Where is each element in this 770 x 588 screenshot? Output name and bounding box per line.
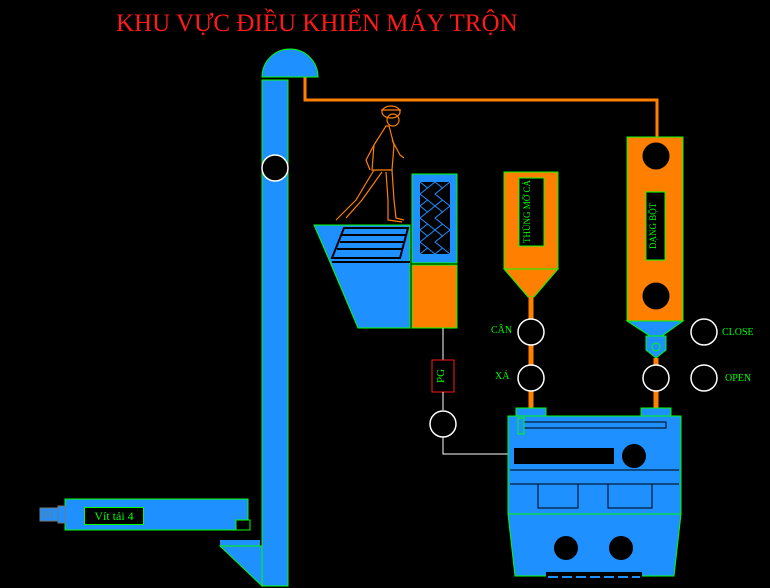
elevator-boot (218, 545, 263, 588)
worker-figure (335, 105, 405, 223)
xa-button[interactable] (517, 364, 545, 392)
conveyor-motor-icon (39, 505, 66, 524)
pg-button[interactable] (429, 410, 457, 438)
page-title: KHU VỰC ĐIỀU KHIỂN MÁY TRỘN (116, 10, 518, 37)
mixer-bottom (507, 513, 682, 577)
can-button[interactable] (517, 318, 545, 346)
screw-conveyor-label: Vít tải 4 (84, 507, 144, 525)
close-label: CLOSE (722, 327, 754, 338)
close-button[interactable] (690, 318, 718, 346)
hopper-grate (330, 227, 410, 259)
powder-xa-button[interactable] (642, 364, 670, 392)
open-button[interactable] (690, 364, 718, 392)
powder-valve-icon (645, 335, 667, 359)
mixer-display (514, 448, 614, 464)
fish-oil-tank-label: THÙNG MỠ CÁ (522, 180, 532, 244)
transfer-pipe (303, 76, 659, 137)
powder-hopper-label: DẠNG BỘT (648, 202, 658, 250)
pg-label: PG (435, 368, 447, 384)
elevator-head (261, 48, 319, 78)
weigh-box (411, 264, 458, 329)
mixer-indicator-button[interactable] (622, 444, 646, 468)
mixer-body (507, 415, 682, 515)
conveyor-discharge-chute (228, 519, 251, 531)
xa-label: XẢ (495, 371, 510, 382)
can-label: CÂN (491, 325, 513, 336)
open-label: OPEN (725, 373, 752, 384)
elevator-motor-button[interactable] (261, 154, 289, 182)
